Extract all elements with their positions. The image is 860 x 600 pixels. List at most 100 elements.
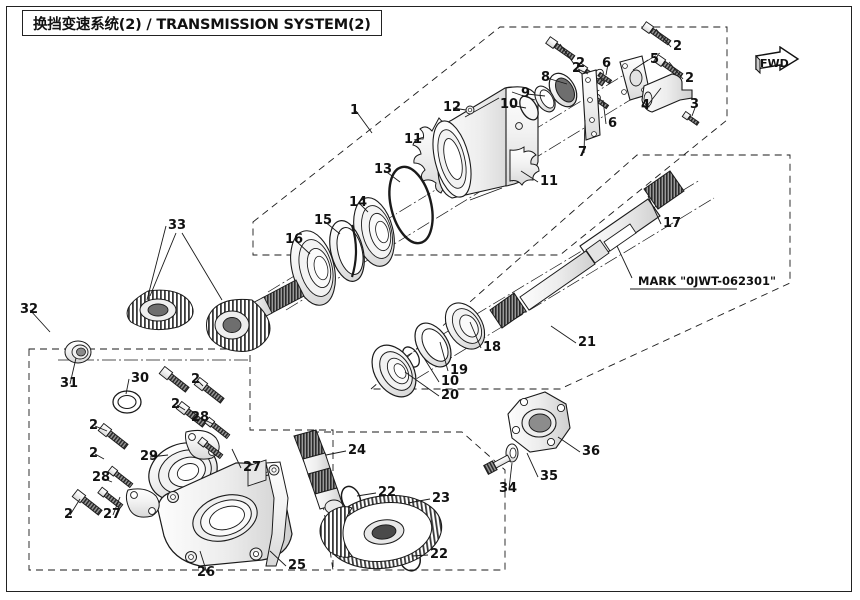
callout-number-27: 27 <box>103 507 122 522</box>
leader-line-2 <box>176 404 186 411</box>
leader-line-32 <box>29 309 51 333</box>
bearing-14-group <box>353 197 395 267</box>
seal-ring-upper-group <box>519 72 578 121</box>
callout-number-22: 22 <box>430 547 449 562</box>
callout-number-26: 26 <box>197 565 216 580</box>
callout-number-8: 8 <box>541 70 551 85</box>
callout-number-11: 11 <box>404 132 423 147</box>
callout-number-23: 23 <box>432 491 451 506</box>
leader-line-3 <box>691 104 697 117</box>
callout-number-28: 28 <box>191 410 210 425</box>
callout-number-4: 4 <box>641 98 651 113</box>
fwd-direction-badge: FWD <box>752 45 802 82</box>
callout-number-22: 22 <box>378 485 397 500</box>
leader-line-6 <box>605 63 609 76</box>
callout-number-10: 10 <box>441 374 460 389</box>
callout-leaders <box>29 28 697 574</box>
gasket-right <box>509 146 540 186</box>
housing-bore-inner <box>443 138 463 180</box>
leader-line-2 <box>668 61 684 80</box>
washer-30-group <box>112 390 142 414</box>
driven-gear-23-group <box>319 494 443 570</box>
callout-number-2: 2 <box>89 446 99 461</box>
callout-number-35: 35 <box>540 469 559 484</box>
leader-line-22 <box>411 554 429 557</box>
callout-number-18: 18 <box>483 340 502 355</box>
leader-line-2 <box>94 453 105 460</box>
callout-number-9: 9 <box>521 86 531 101</box>
leader-line-2 <box>559 43 575 65</box>
input-shaft-24-group <box>293 429 344 515</box>
transmission-case-group <box>157 459 293 567</box>
leader-line-9 <box>526 93 546 97</box>
bolt-group-lower <box>71 365 231 516</box>
shaft-mark-label: MARK "0JWT-062301" <box>638 274 776 288</box>
leader-line-21 <box>550 325 577 344</box>
leader-line-17 <box>647 195 662 225</box>
callout-number-34: 34 <box>499 481 518 496</box>
callout-number-3: 3 <box>690 97 700 112</box>
callout-number-2: 2 <box>64 507 74 522</box>
bushing-31-group <box>64 340 92 364</box>
callout-number-10: 10 <box>500 97 519 112</box>
leader-line-28 <box>200 417 214 425</box>
page-title: 换挡变速系统(2) / TRANSMISSION SYSTEM(2) <box>33 16 371 33</box>
leader-line-26 <box>199 550 208 574</box>
leader-line-30 <box>125 378 130 395</box>
mounting-plate-7-group <box>581 69 601 141</box>
callout-number-11: 11 <box>540 174 559 189</box>
leader-line-14 <box>358 202 369 213</box>
leader-line-22 <box>356 492 377 497</box>
leader-line-11 <box>520 170 539 183</box>
leader-line-27 <box>112 496 121 516</box>
callout-number-16: 16 <box>285 232 304 247</box>
callout-number-36: 36 <box>582 444 601 459</box>
leader-line-10 <box>423 357 440 383</box>
leader-line-28 <box>101 477 113 483</box>
leader-line-24 <box>325 450 347 456</box>
output-shaft-17-group <box>489 170 685 329</box>
leader-line-20 <box>404 371 440 397</box>
callout-number-13: 13 <box>374 162 393 177</box>
leader-line-19 <box>439 341 449 372</box>
callout-number-20: 20 <box>441 388 460 403</box>
leader-line-5 <box>632 59 649 71</box>
bearing-16-group <box>290 230 336 306</box>
ring-gear-group <box>126 289 194 331</box>
shaft-mark-plate <box>603 223 637 252</box>
leader-line-2 <box>69 498 81 516</box>
bevel-pinion-group <box>205 279 305 352</box>
leader-line-6 <box>602 99 607 125</box>
leader-line-2 <box>196 379 204 387</box>
callout-number-1: 1 <box>350 103 360 118</box>
callout-number-14: 14 <box>349 195 368 210</box>
leader-line-12 <box>452 107 467 111</box>
callout-number-2: 2 <box>685 71 695 86</box>
callout-number-27: 27 <box>243 460 262 475</box>
callout-number-29: 29 <box>140 449 159 464</box>
leader-line-25 <box>269 550 287 567</box>
leader-line-16 <box>294 239 311 255</box>
leader-line-29 <box>149 454 169 458</box>
leader-line-31 <box>69 357 77 385</box>
leader-line-33-branches <box>149 232 223 301</box>
callout-number-21: 21 <box>578 335 597 350</box>
leader-line-13 <box>383 169 401 183</box>
callout-number-28: 28 <box>92 470 111 485</box>
leader-line-27 <box>231 448 242 469</box>
bracket-25 <box>265 461 289 567</box>
callout-number-25: 25 <box>288 558 307 573</box>
bearing-housing-group <box>412 86 540 201</box>
callout-number-15: 15 <box>314 213 333 228</box>
leader-line-2 <box>94 425 108 432</box>
o-ring-13-group <box>388 165 434 245</box>
callout-number-30: 30 <box>131 371 150 386</box>
callout-number-6: 6 <box>602 56 612 71</box>
diagram-border <box>6 6 852 592</box>
leader-line-1 <box>355 110 373 134</box>
leader-line-7 <box>583 119 586 154</box>
leader-line-8 <box>546 77 568 85</box>
callout-number-2: 2 <box>673 39 683 54</box>
callout-number-31: 31 <box>60 376 79 391</box>
